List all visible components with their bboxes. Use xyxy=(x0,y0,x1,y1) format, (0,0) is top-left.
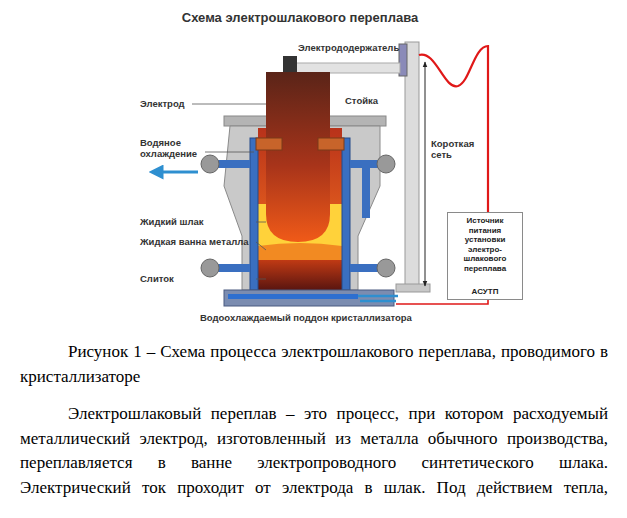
part-label: Водоохлаждаемый поддон кристаллизатора xyxy=(200,312,440,323)
dimension-arrow xyxy=(425,62,426,286)
power-supply-box: Источник питания установки электро-шлако… xyxy=(447,212,523,300)
part-label: Жидкий шлак xyxy=(140,216,252,227)
figure-caption: Рисунок 1 – Схема процесса электрошлаков… xyxy=(20,340,608,389)
return-cable xyxy=(396,300,488,304)
pipe-flange xyxy=(201,259,219,277)
part-label: Слиток xyxy=(140,273,252,284)
cooling-pipe xyxy=(362,168,370,218)
cooling-pipe xyxy=(350,160,380,168)
part-label: Электрод xyxy=(140,98,200,109)
pallet-channel xyxy=(228,294,358,299)
body-paragraph: Электрошлаковый переплав – это процесс, … xyxy=(20,402,608,500)
electrode-holder xyxy=(292,63,400,73)
pipe-flange xyxy=(377,155,395,173)
diagram-title: Схема электрошлакового переплава xyxy=(150,10,450,25)
box-subtext: АСУТП xyxy=(451,287,519,297)
cooling-pipe xyxy=(350,264,380,272)
short-net-cable xyxy=(419,46,488,212)
part-label: Электрододержатель xyxy=(298,42,408,53)
pallet-water-line xyxy=(358,295,398,298)
pallet-water-line xyxy=(360,300,396,303)
part-label: Короткая сеть xyxy=(431,138,483,160)
part-label: Стойка xyxy=(345,95,395,106)
ingot xyxy=(258,260,342,290)
leader-lines xyxy=(192,104,266,279)
part-label: Жидкая ванна металла xyxy=(140,236,254,247)
electrode xyxy=(266,72,330,242)
part-label: Водяное охлаждение xyxy=(140,137,204,159)
electrode-cap xyxy=(283,56,297,72)
water-box xyxy=(318,138,344,150)
water-cooled-pallet xyxy=(224,290,394,306)
water-box xyxy=(256,138,282,150)
pipe-flange xyxy=(377,259,395,277)
metal-bath xyxy=(258,243,342,262)
cooling-wall xyxy=(250,138,258,290)
stand-post xyxy=(405,42,419,290)
cooling-wall xyxy=(342,138,350,290)
pipe-flange xyxy=(201,155,219,173)
box-heading: Источник питания установки электро-шлако… xyxy=(451,216,519,273)
water-out-arrow xyxy=(156,171,198,174)
